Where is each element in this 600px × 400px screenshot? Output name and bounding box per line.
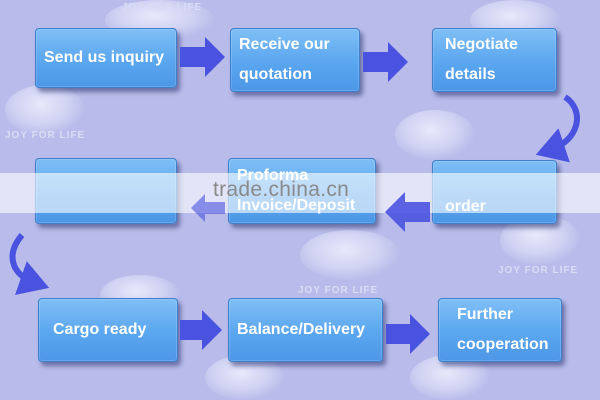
arrow-right [363, 42, 408, 82]
arrow-right [386, 314, 430, 354]
step-send-inquiry: Send us inquiry [35, 28, 177, 88]
step-label: Send us inquiry [44, 49, 165, 66]
arrow-left [385, 192, 430, 232]
step-label: Further [457, 306, 513, 323]
step-label: Receive our [239, 36, 330, 53]
step-negotiate-details: Negotiate details [432, 28, 557, 92]
step-label: Balance/Delivery [237, 321, 366, 338]
step-balance-delivery: Balance/Delivery [228, 298, 383, 362]
step-label: quotation [239, 66, 312, 83]
step-label: Cargo ready [53, 321, 147, 338]
joy-logo-watermark [5, 85, 85, 135]
step-cargo-ready: Cargo ready [38, 298, 178, 362]
tagline-watermark: JOY FOR LIFE [122, 2, 203, 13]
watermark-band [0, 173, 600, 213]
arrow-right [180, 37, 225, 77]
arrow-left [191, 194, 225, 222]
joy-logo-watermark [395, 110, 475, 160]
tagline-watermark: JOY FOR LIFE [5, 130, 86, 141]
step-further-cooperation: Further cooperation [438, 298, 562, 362]
arrow-curve-down [535, 94, 580, 163]
tagline-watermark: JOY FOR LIFE [298, 285, 379, 296]
site-watermark: trade.china.cn [213, 178, 350, 201]
joy-logo-watermark [205, 355, 285, 400]
joy-logo-watermark [300, 230, 400, 280]
joy-logo-watermark [410, 355, 490, 400]
tagline-watermark: JOY FOR LIFE [498, 265, 579, 276]
step-label: Negotiate [445, 36, 518, 53]
arrow-curve-down [9, 233, 50, 296]
arrow-right [180, 310, 222, 350]
step-label: cooperation [457, 336, 549, 353]
step-receive-quotation: Receive our quotation [230, 28, 360, 92]
step-label: details [445, 66, 496, 83]
